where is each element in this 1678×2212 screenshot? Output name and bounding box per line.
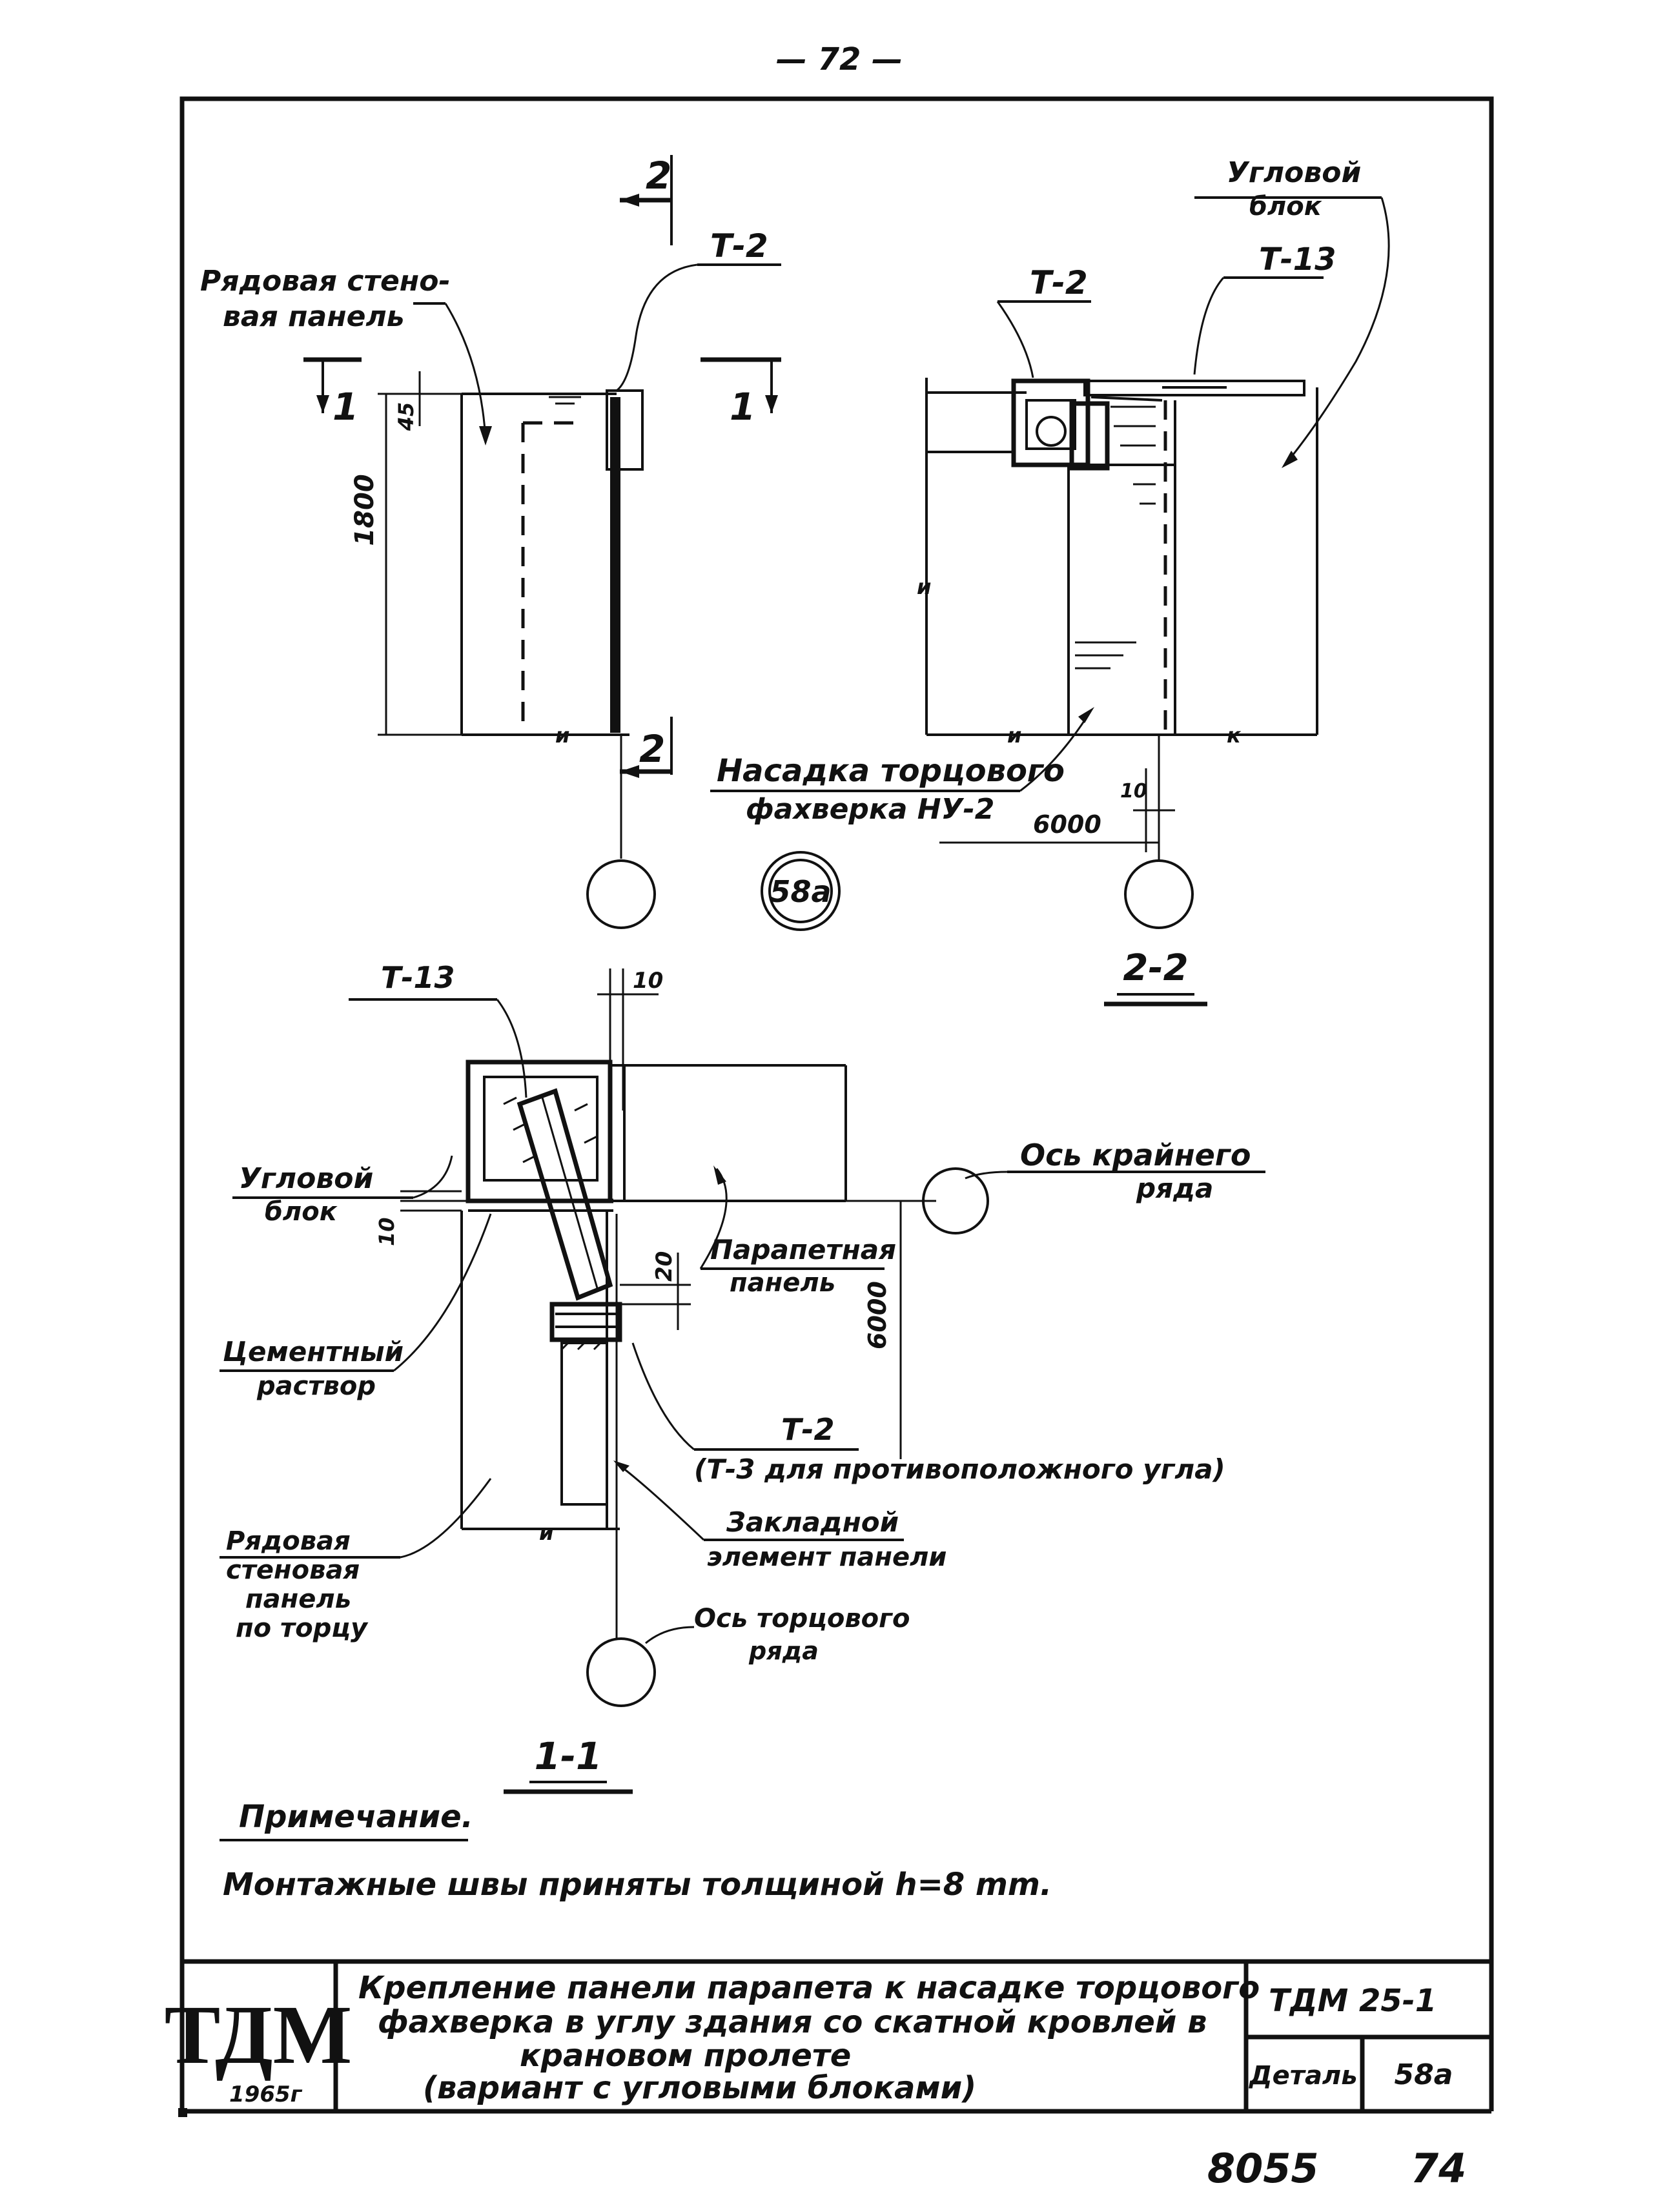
view-section-2-2: Угловой блок Т-13 Т-2 (710, 156, 1390, 1007)
logo: ТДМ (165, 1989, 353, 2082)
label-corner-block-line2: блок (1249, 192, 1322, 221)
section-2-2-title: 2-2 (1123, 947, 1188, 989)
label-cement-line1: Цементный (223, 1336, 404, 1367)
footer-sheet: 74 (1411, 2145, 1466, 2192)
svg-text:и: и (917, 575, 931, 599)
label-axis-end-line2: ряда (748, 1637, 819, 1665)
label-row-end-line2: стеновая (226, 1555, 360, 1585)
sheet-frame (179, 96, 1494, 1964)
section-1-1-title: 1-1 (535, 1734, 602, 1778)
view-section-1-1: Т-13 10 и У (220, 960, 1265, 1794)
label-corner-block-line1: Угловой (1227, 156, 1361, 189)
footer-code: 8055 (1207, 2145, 1319, 2192)
label-row-panel-line1: Рядовая стено- (200, 265, 451, 298)
dim-1800: 1800 (350, 474, 380, 546)
cut-1-label-left: 1 (333, 385, 358, 429)
svg-text:и: и (555, 723, 569, 748)
svg-text:и: и (1007, 723, 1021, 748)
label-nasadka-line2: фахверка НУ-2 (746, 793, 994, 826)
svg-text:и: и (539, 1521, 553, 1545)
title-line3: крановом пролете (520, 2038, 851, 2074)
dim-10-bottom-top: 10 (633, 968, 663, 994)
label-row-end-line1: Рядовая (226, 1526, 351, 1556)
callout-label: 58а (770, 874, 831, 909)
axis-circle-end-row (586, 1637, 656, 1707)
label-corner-block-bottom-line1: Угловой (239, 1162, 373, 1195)
note-title: Примечание. (239, 1799, 473, 1835)
label-t13-top-right: Т-13 (1259, 241, 1336, 278)
label-corner-block-bottom-line2: блок (265, 1197, 338, 1227)
detail-label: Деталь (1248, 2061, 1358, 2091)
label-parapet-line2: панель (730, 1268, 835, 1298)
label-t3-note: (Т-3 для противоположного угла) (694, 1453, 1225, 1485)
label-axis-outer-line2: ряда (1136, 1173, 1213, 1204)
detail-value: 58а (1395, 2058, 1453, 2091)
label-embed-line1: Закладной (726, 1506, 899, 1538)
view-top-left: 2 1 1 Рядовая стено- вая панель Т-2 (200, 154, 781, 929)
title-line2: фахверка в углу здания со скатной кровле… (378, 2004, 1207, 2040)
title-block: ТДМ 1965г Крепление панели парапета к на… (165, 1959, 1494, 2114)
cut-2-label-bottom: 2 (639, 727, 665, 771)
label-axis-outer-line1: Ось крайнего (1020, 1138, 1251, 1173)
note-text: Монтажные швы приняты толщиной h=8 mm. (223, 1867, 1052, 1903)
dim-45: 45 (394, 402, 418, 432)
axis-circle-outer-row (922, 1167, 989, 1234)
label-cement-line2: раствор (256, 1371, 376, 1401)
label-row-end-line3: панель (245, 1584, 351, 1614)
dim-6000-bottom: 6000 (863, 1281, 892, 1349)
title-line1: Крепление панели парапета к насадке торц… (358, 1970, 1260, 2006)
label-t2-bottom: Т-2 (781, 1412, 834, 1447)
series-code: ТДМ 25-1 (1269, 1983, 1437, 2019)
page-number: — 72 — (776, 41, 903, 77)
label-axis-end-line1: Ось торцового (694, 1604, 910, 1633)
label-parapet-line1: Парапетная (710, 1234, 896, 1265)
detail-callout: 58а (761, 851, 841, 931)
axis-circle-top-left (586, 859, 656, 929)
hatching (1075, 405, 1156, 670)
year: 1965г (229, 2082, 303, 2107)
note: Примечание. Монтажные швы приняты толщин… (220, 1799, 1052, 1903)
dim-10-bottom-left: 10 (374, 1217, 399, 1246)
label-row-end-line4: по торцу (236, 1613, 369, 1643)
label-t2-top-right: Т-2 (1030, 264, 1088, 302)
label-t13-bottom: Т-13 (381, 960, 455, 995)
cut-1-label-right: 1 (730, 385, 755, 429)
dim-20: 20 (651, 1251, 677, 1282)
label-nasadka-line1: Насадка торцового (717, 753, 1065, 789)
dim-6000-top-right: 6000 (1033, 810, 1101, 839)
cut-2-label-top: 2 (646, 154, 671, 198)
svg-text:к: к (1227, 723, 1242, 748)
axis-circle-top-right (1124, 859, 1194, 929)
label-t2-top-left: Т-2 (710, 227, 768, 265)
title-line4: (вариант с угловыми блоками) (423, 2070, 976, 2106)
label-row-panel-line2: вая панель (223, 300, 405, 333)
dim-10-top-right: 10 (1120, 780, 1147, 803)
label-embed-line2: элемент панели (707, 1542, 946, 1572)
